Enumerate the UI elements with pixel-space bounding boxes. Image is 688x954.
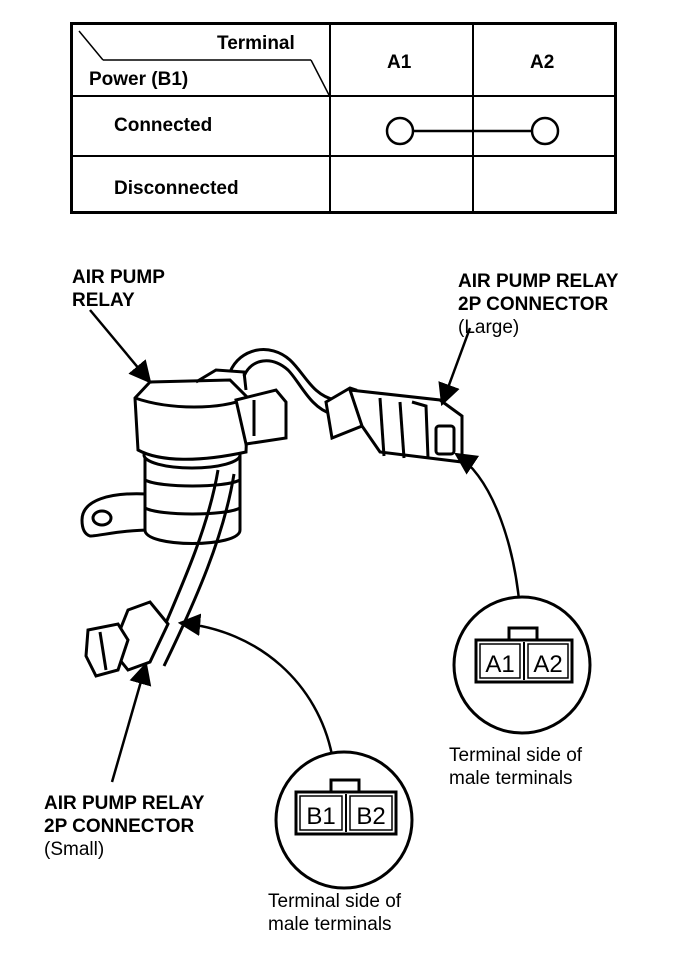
header-power: Power (B1) bbox=[89, 69, 189, 90]
label-air-pump-relay: AIR PUMP RELAY bbox=[72, 267, 165, 311]
row-label-connected: Connected bbox=[114, 115, 213, 136]
terminal-circle-a1 bbox=[385, 116, 415, 146]
column-header-a2: A2 bbox=[530, 52, 555, 73]
large-terminal-detail bbox=[452, 595, 592, 735]
arrow-small-connector bbox=[110, 661, 152, 783]
column-divider bbox=[329, 25, 331, 211]
leader-arrows bbox=[89, 309, 522, 783]
arrow-relay bbox=[89, 309, 152, 384]
arrow-small-detail bbox=[177, 613, 334, 756]
caption-large-detail: Terminal side of male terminals bbox=[449, 745, 583, 789]
row-label-disconnected: Disconnected bbox=[114, 178, 239, 199]
terminal-label-a1: A1 bbox=[485, 651, 514, 678]
caption-small-detail: Terminal side of male terminals bbox=[268, 891, 402, 935]
continuity-symbol bbox=[385, 116, 560, 146]
column-divider bbox=[472, 25, 474, 211]
terminal-label-b1: B1 bbox=[306, 803, 335, 830]
continuity-table: Terminal Power (B1) A1 A2 Connected Disc… bbox=[70, 22, 617, 214]
air-pump-relay bbox=[80, 368, 288, 545]
header-terminal: Terminal bbox=[217, 33, 295, 54]
terminal-label-a2: A2 bbox=[533, 651, 562, 678]
small-2p-connector bbox=[84, 600, 170, 678]
arrow-large-connector bbox=[438, 327, 472, 407]
small-terminal-detail bbox=[274, 750, 414, 890]
row-divider bbox=[73, 95, 614, 97]
large-2p-connector bbox=[324, 386, 464, 464]
relay-diagram: A1 A2 B1 B2 bbox=[80, 309, 592, 890]
row-divider bbox=[73, 155, 614, 157]
terminal-label-b2: B2 bbox=[356, 803, 385, 830]
header-diagonal-divider bbox=[78, 30, 330, 96]
label-large-connector: AIR PUMP RELAY 2P CONNECTOR (Large) bbox=[458, 271, 619, 338]
label-small-connector: AIR PUMP RELAY 2P CONNECTOR (Small) bbox=[44, 793, 205, 860]
terminal-circle-a2 bbox=[530, 116, 560, 146]
column-header-a1: A1 bbox=[387, 52, 412, 73]
wire-harness-large bbox=[228, 348, 336, 416]
arrow-large-detail bbox=[454, 452, 522, 611]
